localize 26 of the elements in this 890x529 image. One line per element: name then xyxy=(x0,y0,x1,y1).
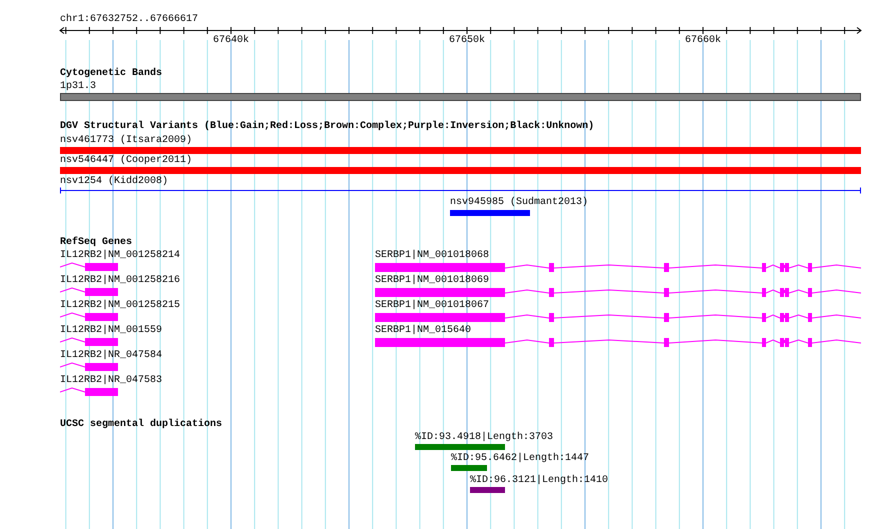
feature-label: nsv945985 (Sudmant2013) xyxy=(450,197,588,208)
feature-label: SERBP1|NM_001018067 xyxy=(375,300,490,311)
track-heading: UCSC segmental duplications xyxy=(60,419,222,430)
feature-label: SERBP1|NM_001018068 xyxy=(375,250,490,261)
feature-label: SERBP1|NM_015640 xyxy=(375,325,472,336)
feature-label: %ID:96.3121|Length:1410 xyxy=(470,475,608,486)
track-heading: DGV Structural Variants (Blue:Gain;Red:Loss;Brown:Complex;Purple:Inversion;Black:Unknown) xyxy=(60,121,594,132)
feature-label: IL12RB2|NR_047584 xyxy=(60,350,162,361)
feature-label: nsv546447 (Cooper2011) xyxy=(60,155,192,166)
tick-label: 67650k xyxy=(449,35,485,46)
feature-label: IL12RB2|NM_001258215 xyxy=(60,300,180,311)
feature-label: IL12RB2|NR_047583 xyxy=(60,375,162,386)
tick-label: 67660k xyxy=(685,35,721,46)
feature-label: IL12RB2|NM_001258216 xyxy=(60,275,180,286)
position-label: chr1:67632752..67666617 xyxy=(60,14,198,25)
tick-label: 67640k xyxy=(213,35,249,46)
feature-label: IL12RB2|NM_001559 xyxy=(60,325,162,336)
feature-label: IL12RB2|NM_001258214 xyxy=(60,250,180,261)
track-heading: Cytogenetic Bands xyxy=(60,68,162,79)
track-heading: RefSeq Genes xyxy=(60,237,132,248)
feature-label: 1p31.3 xyxy=(60,81,96,92)
feature-label: nsv1254 (Kidd2008) xyxy=(60,176,168,187)
feature-label: nsv461773 (Itsara2009) xyxy=(60,135,192,146)
feature-label: %ID:95.6462|Length:1447 xyxy=(451,453,590,464)
feature-label: SERBP1|NM_001018069 xyxy=(375,275,490,286)
feature-label: %ID:93.4918|Length:3703 xyxy=(415,432,554,443)
